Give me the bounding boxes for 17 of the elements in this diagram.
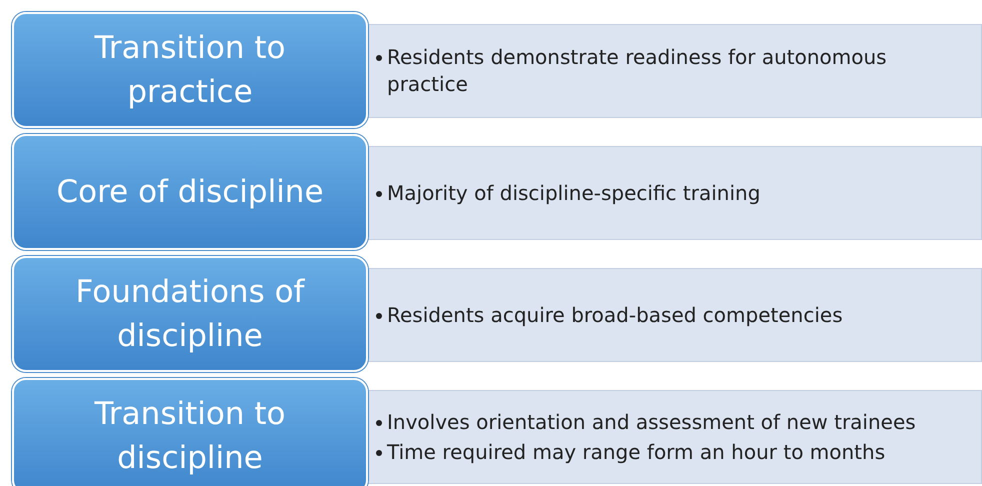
bullet-text: Residents demonstrate readiness for autonomous practice: [387, 44, 888, 98]
stage-title: Transition to practice: [93, 29, 286, 112]
description-panel: [366, 268, 982, 362]
bullet-text: Residents acquire broad-based competencies: [387, 302, 844, 328]
stage-title: Transition to discipline: [93, 395, 286, 478]
description-panel: [366, 146, 982, 240]
bullet-text: Majority of discipline-specific training: [387, 180, 762, 206]
stage-title: Core of discipline: [55, 173, 325, 212]
stage-box: [12, 378, 368, 486]
description-panel: [366, 24, 982, 118]
bullet-text: Time required may range form an hour to months: [387, 438, 886, 466]
bullet-text: Involves orientation and assessment of new trainees: [387, 408, 917, 436]
stage-title: Foundations of discipline: [74, 273, 306, 356]
stage-box: [12, 12, 368, 128]
stage-box: [12, 134, 368, 250]
description-panel: [366, 390, 982, 484]
stage-box: [12, 256, 368, 372]
